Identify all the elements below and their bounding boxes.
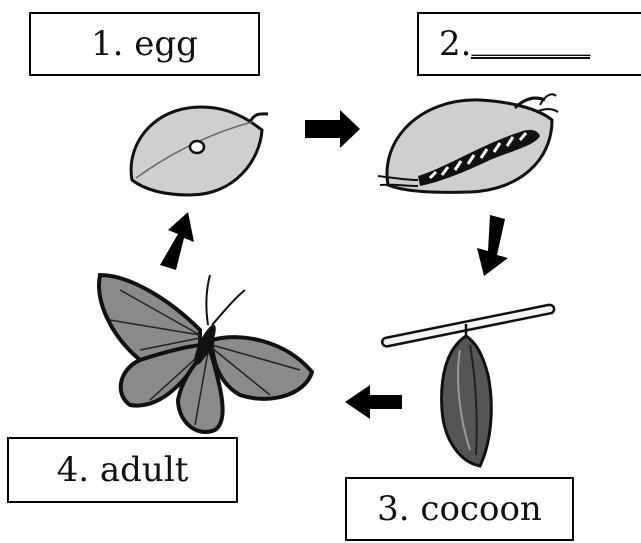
butterfly-icon <box>99 275 312 432</box>
stage-label-cocoon: 3. cocoon <box>345 477 574 541</box>
stage-label-egg: 1. egg <box>29 12 260 76</box>
arrow-left-icon <box>345 385 402 419</box>
stage-label-text: 4. adult <box>57 450 189 490</box>
stage-label-text: 2. <box>439 24 471 64</box>
leaf-with-caterpillar-icon <box>378 94 558 192</box>
stage-label-adult: 4. adult <box>7 437 238 503</box>
answer-blank: _______ <box>471 17 590 59</box>
chrysalis-on-branch-icon <box>382 305 554 466</box>
arrow-right-icon <box>305 110 360 148</box>
stage-label-larva: 2. _______ <box>417 12 641 76</box>
arrow-up-icon <box>160 212 194 270</box>
arrow-down-icon <box>477 215 508 276</box>
egg-icon <box>190 141 204 153</box>
stage-label-text: 1. egg <box>91 24 198 64</box>
stage-label-text: 3. cocoon <box>377 489 542 529</box>
leaf-with-egg-icon <box>131 107 268 195</box>
chrysalis-icon <box>442 336 492 466</box>
